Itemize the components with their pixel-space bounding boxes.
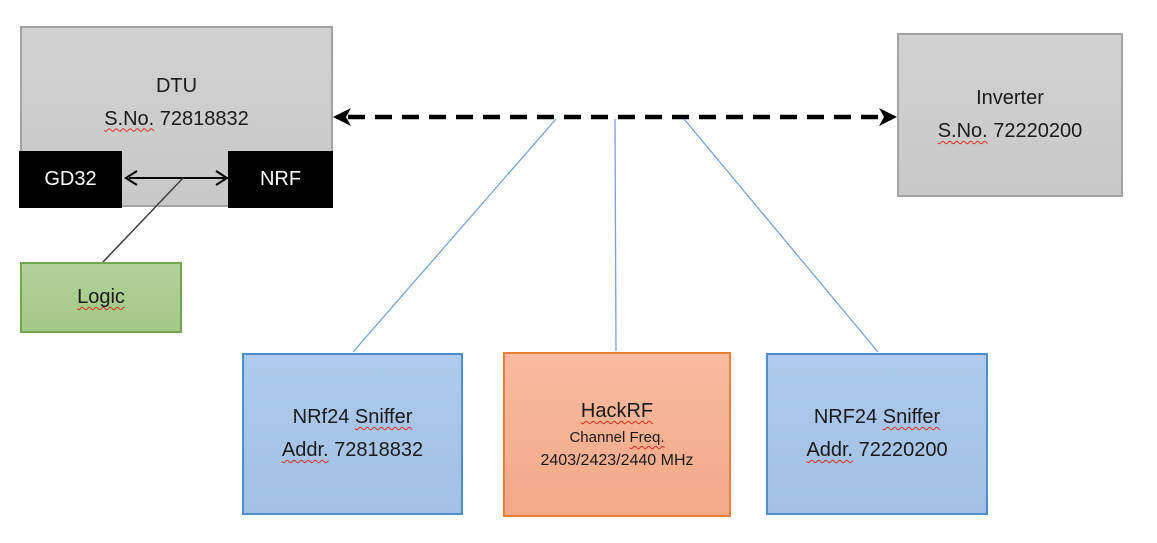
sniffer-left-box: NRf24 Sniffer Addr. 72818832 [242, 353, 463, 515]
gd32-box: GD32 [19, 151, 122, 208]
sniffer-left-name2: Sniffer [354, 406, 413, 428]
arrowhead-right-icon [879, 108, 897, 126]
hackrf-channel-line: Channel Freq. [569, 426, 664, 449]
inverter-box: Inverter S.No. 72220200 [897, 33, 1123, 197]
dtu-text: DTU S.No. 72818832 [104, 70, 249, 136]
hackrf-freq-word: Freq. [629, 429, 665, 446]
rf-to-hackrf-link [614, 118, 617, 352]
logic-analyzer-box: Logic [20, 262, 182, 333]
hackrf-title: HackRF [580, 400, 654, 422]
sniffer-right-addr-label: Addr. [806, 439, 854, 461]
sniffer-right-addr-number: 72220200 [858, 439, 948, 461]
rf-to-sniffer-right-link [683, 118, 879, 353]
dtu-title: DTU [155, 74, 198, 97]
inverter-title: Inverter [976, 87, 1044, 109]
dtu-serial-number: 72818832 [159, 107, 249, 130]
gd32-label: GD32 [44, 168, 97, 190]
sniffer-right-box: NRF24 Sniffer Addr. 72220200 [766, 353, 988, 515]
logic-label: Logic [77, 286, 125, 308]
sniffer-right-title: NRF24 Sniffer [814, 401, 940, 434]
sniffer-left-addr: Addr. 72818832 [282, 434, 423, 467]
hackrf-frequencies: 2403/2423/2440 MHz [540, 452, 694, 469]
hackrf-box: HackRF Channel Freq. 2403/2423/2440 MHz [503, 352, 731, 517]
dtu-serial-label: S.No. [104, 107, 155, 130]
nrf-box: NRF [228, 151, 333, 208]
inverter-serial-label: S.No. [937, 120, 988, 142]
rf-to-sniffer-left-link [352, 118, 557, 353]
sniffer-right-name: NRF24 [813, 406, 878, 428]
sniffer-right-addr: Addr. 72220200 [806, 434, 947, 467]
inverter-serial-number: 72220200 [993, 120, 1083, 142]
sniffer-left-name: NRf24 [292, 406, 350, 428]
sniffer-left-title: NRf24 Sniffer [293, 401, 413, 434]
dtu-serial: S.No. 72818832 [104, 103, 249, 136]
hackrf-channel-word: Channel [569, 429, 626, 446]
sniffer-right-name2: Sniffer [882, 406, 941, 428]
inverter-serial: S.No. 72220200 [938, 115, 1083, 148]
sniffer-left-addr-label: Addr. [281, 439, 329, 461]
arrowhead-left-icon [333, 108, 351, 126]
nrf-label: NRF [259, 168, 302, 190]
sniffer-left-addr-number: 72818832 [334, 439, 424, 461]
